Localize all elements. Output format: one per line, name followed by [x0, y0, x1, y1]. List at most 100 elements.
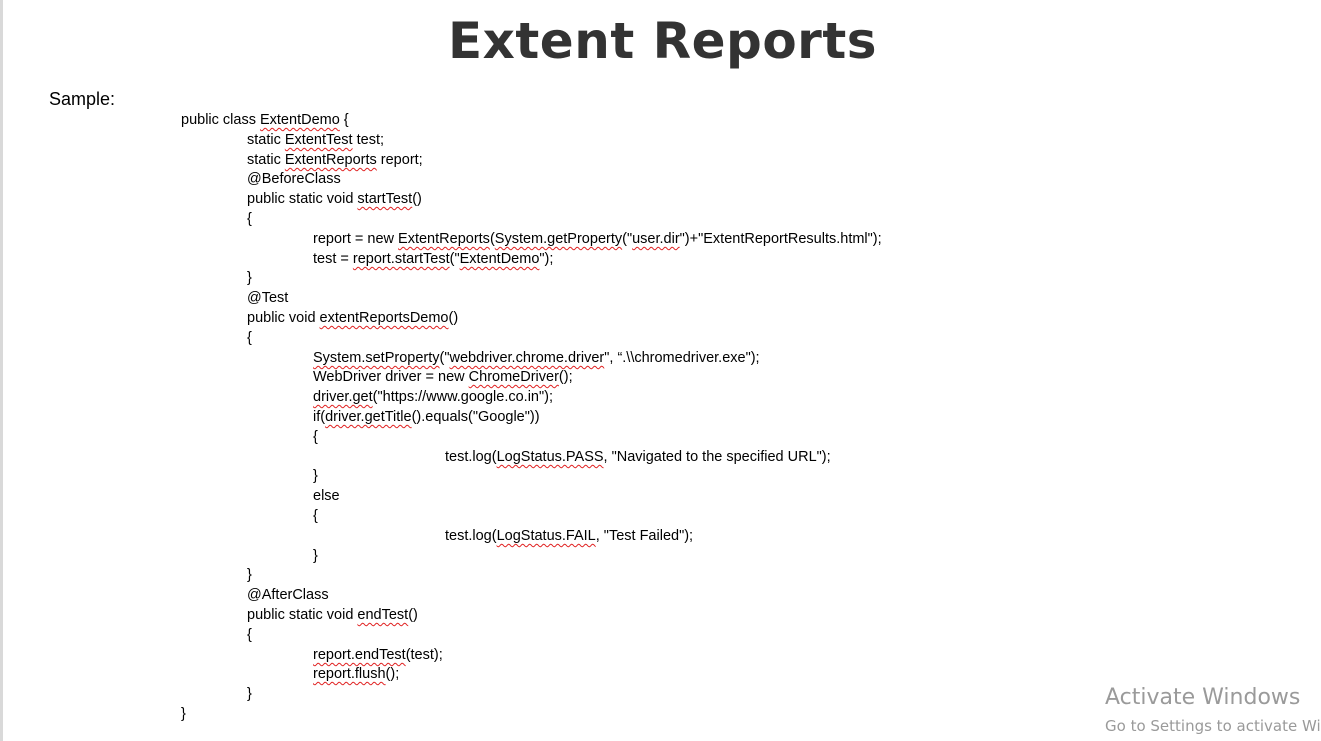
code-line: @AfterClass — [247, 585, 329, 605]
code-token: } — [247, 686, 252, 702]
code-line: static ExtentReports report; — [247, 150, 423, 170]
code-token: ("https://www.google.co.in"); — [372, 389, 553, 405]
spellcheck-flagged-token: ExtentTest — [284, 132, 353, 148]
code-token: ().equals("Google")) — [411, 409, 540, 425]
code-token: @Test — [247, 290, 289, 306]
code-token: report = new — [313, 231, 399, 247]
code-line: { — [313, 506, 318, 526]
code-token: { — [313, 508, 318, 524]
code-line: test = report.startTest("ExtentDemo"); — [313, 249, 553, 269]
code-line: @BeforeClass — [247, 169, 341, 189]
code-token: (" — [439, 350, 450, 366]
spellcheck-flagged-token: ExtentReports — [398, 231, 490, 247]
code-line: { — [247, 209, 252, 229]
code-token: () — [408, 607, 418, 623]
spellcheck-flagged-token: report.endTest — [313, 647, 406, 663]
spellcheck-flagged-token: System.setProperty — [313, 350, 440, 366]
code-line: report = new ExtentReports(System.getPro… — [313, 229, 882, 249]
spellcheck-flagged-token: extentReportsDemo — [319, 310, 449, 326]
code-token: WebDriver driver = new — [313, 369, 469, 385]
spellcheck-flagged-token: System.getProperty — [494, 231, 623, 247]
code-token: , "Navigated to the specified URL"); — [603, 449, 831, 465]
spellcheck-flagged-token: LogStatus.PASS — [496, 449, 604, 465]
code-line: } — [181, 704, 186, 724]
code-token: (test); — [405, 647, 443, 663]
code-token: test.log( — [445, 528, 497, 544]
code-line: } — [247, 268, 252, 288]
code-token: { — [247, 627, 252, 643]
code-token: } — [181, 706, 186, 722]
spellcheck-flagged-token: endTest — [357, 607, 409, 623]
spellcheck-flagged-token: driver.get — [313, 389, 373, 405]
spellcheck-flagged-token: report.flush — [313, 666, 386, 682]
spellcheck-flagged-token: ExtentReports — [284, 152, 377, 168]
code-token: } — [247, 270, 252, 286]
activate-windows-watermark: Activate Windows Go to Settings to activ… — [1105, 684, 1321, 736]
code-line: @Test — [247, 288, 288, 308]
code-token: if( — [313, 409, 326, 425]
code-token: { — [313, 429, 318, 445]
code-line: { — [247, 328, 252, 348]
code-token: report; — [376, 152, 423, 168]
sample-label: Sample: — [49, 89, 116, 109]
code-token: } — [313, 548, 318, 564]
page-left-border — [0, 0, 3, 741]
code-token: } — [247, 567, 252, 583]
spellcheck-flagged-token: startTest — [357, 191, 413, 207]
code-line: public static void endTest() — [247, 605, 418, 625]
code-line: System.setProperty("webdriver.chrome.dri… — [313, 348, 760, 368]
code-token: @AfterClass — [247, 587, 329, 603]
code-token: { — [339, 112, 349, 128]
code-token: (" — [449, 251, 460, 267]
code-token: ")+"ExtentReportResults.html"); — [679, 231, 882, 247]
spellcheck-flagged-token: LogStatus.FAIL — [496, 528, 596, 544]
code-token: test = — [313, 251, 353, 267]
code-token: () — [412, 191, 422, 207]
code-token: else — [313, 488, 340, 504]
spellcheck-flagged-token: webdriver.chrome.driver — [449, 350, 605, 366]
code-token: () — [448, 310, 459, 326]
code-line: public static void startTest() — [247, 189, 422, 209]
code-line: } — [313, 466, 318, 486]
code-line: } — [313, 546, 318, 566]
code-token: test; — [352, 132, 385, 148]
code-line: public void extentReportsDemo() — [247, 308, 458, 328]
code-line: if(driver.getTitle().equals("Google")) — [313, 407, 540, 427]
code-line: { — [313, 427, 318, 447]
spellcheck-flagged-token: driver.getTitle — [325, 409, 412, 425]
code-line: public class ExtentDemo { — [181, 110, 349, 130]
spellcheck-flagged-token: ExtentDemo — [459, 251, 540, 267]
code-line: test.log(LogStatus.PASS, "Navigated to t… — [445, 447, 831, 467]
code-line: else — [313, 486, 340, 506]
code-token: public static void — [247, 191, 358, 207]
watermark-subtitle: Go to Settings to activate Windows. — [1105, 717, 1321, 735]
code-line: driver.get("https://www.google.co.in"); — [313, 387, 553, 407]
code-token: public class — [181, 112, 260, 128]
code-line: report.endTest(test); — [313, 645, 443, 665]
code-line: WebDriver driver = new ChromeDriver(); — [313, 367, 573, 387]
code-token: (" — [622, 231, 633, 247]
code-line: static ExtentTest test; — [247, 130, 384, 150]
code-token: { — [247, 211, 252, 227]
code-line: { — [247, 625, 252, 645]
code-token: } — [313, 468, 318, 484]
code-token: test.log( — [445, 449, 497, 465]
code-line: } — [247, 565, 252, 585]
code-token: (); — [385, 666, 400, 682]
spellcheck-flagged-token: user.dir — [632, 231, 680, 247]
code-token: @BeforeClass — [247, 171, 341, 187]
spellcheck-flagged-token: ExtentDemo — [259, 112, 340, 128]
code-token: (); — [558, 369, 573, 385]
document-title: Extent Reports — [448, 12, 877, 70]
code-token: , "Test Failed"); — [595, 528, 694, 544]
code-token: public void — [247, 310, 320, 326]
code-token: ( — [489, 231, 495, 247]
spellcheck-flagged-token: ChromeDriver — [468, 369, 559, 385]
watermark-title: Activate Windows — [1105, 685, 1301, 710]
code-line: test.log(LogStatus.FAIL, "Test Failed"); — [445, 526, 693, 546]
spellcheck-flagged-token: report.startTest — [352, 251, 450, 267]
code-token: static — [247, 132, 285, 148]
code-line: } — [247, 684, 252, 704]
code-token: { — [247, 330, 252, 346]
code-line: report.flush(); — [313, 664, 399, 684]
